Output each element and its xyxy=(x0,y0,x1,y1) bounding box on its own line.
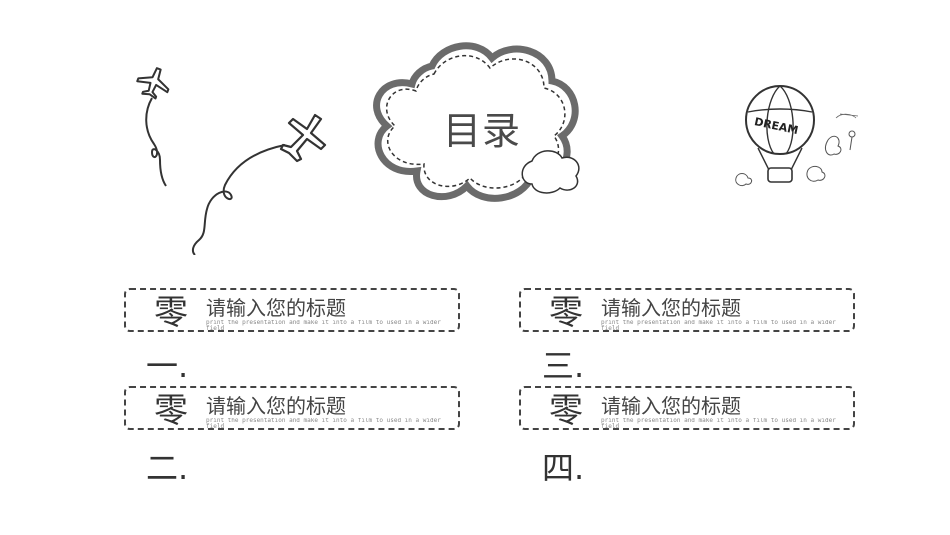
item-index-label: 四. xyxy=(542,449,585,487)
airplane-icon xyxy=(191,113,327,255)
item-number: 零 xyxy=(549,391,583,431)
title-cloud xyxy=(373,42,580,202)
item-index-label: 二. xyxy=(146,449,189,487)
item-title: 请输入您的标题 xyxy=(601,296,741,320)
item-subtitle: print the presentation and make it into … xyxy=(601,320,836,332)
item-number: 零 xyxy=(154,391,188,431)
menu-item-2[interactable]: 零 请输入您的标题 print the presentation and mak… xyxy=(124,386,460,431)
menu-item-4[interactable]: 零 请输入您的标题 print the presentation and mak… xyxy=(519,386,855,431)
item-subtitle: print the presentation and make it into … xyxy=(206,320,441,332)
item-index-label: 一. xyxy=(146,347,189,385)
menu-item-1[interactable]: 零 请输入您的标题 print the presentation and mak… xyxy=(124,288,460,333)
small-airplane-icon xyxy=(136,67,170,187)
item-number: 零 xyxy=(154,293,188,333)
item-index-label: 三. xyxy=(542,347,585,385)
item-title: 请输入您的标题 xyxy=(206,394,346,418)
page-title: 目录 xyxy=(442,109,521,153)
menu-item-3[interactable]: 零 请输入您的标题 print the presentation and mak… xyxy=(519,288,855,333)
item-number: 零 xyxy=(549,293,583,333)
hot-air-balloon-icon: DREAM xyxy=(735,85,859,187)
item-title: 请输入您的标题 xyxy=(206,296,346,320)
item-subtitle: print the presentation and make it into … xyxy=(206,418,441,430)
item-subtitle: print the presentation and make it into … xyxy=(601,418,836,430)
item-title: 请输入您的标题 xyxy=(601,394,741,418)
